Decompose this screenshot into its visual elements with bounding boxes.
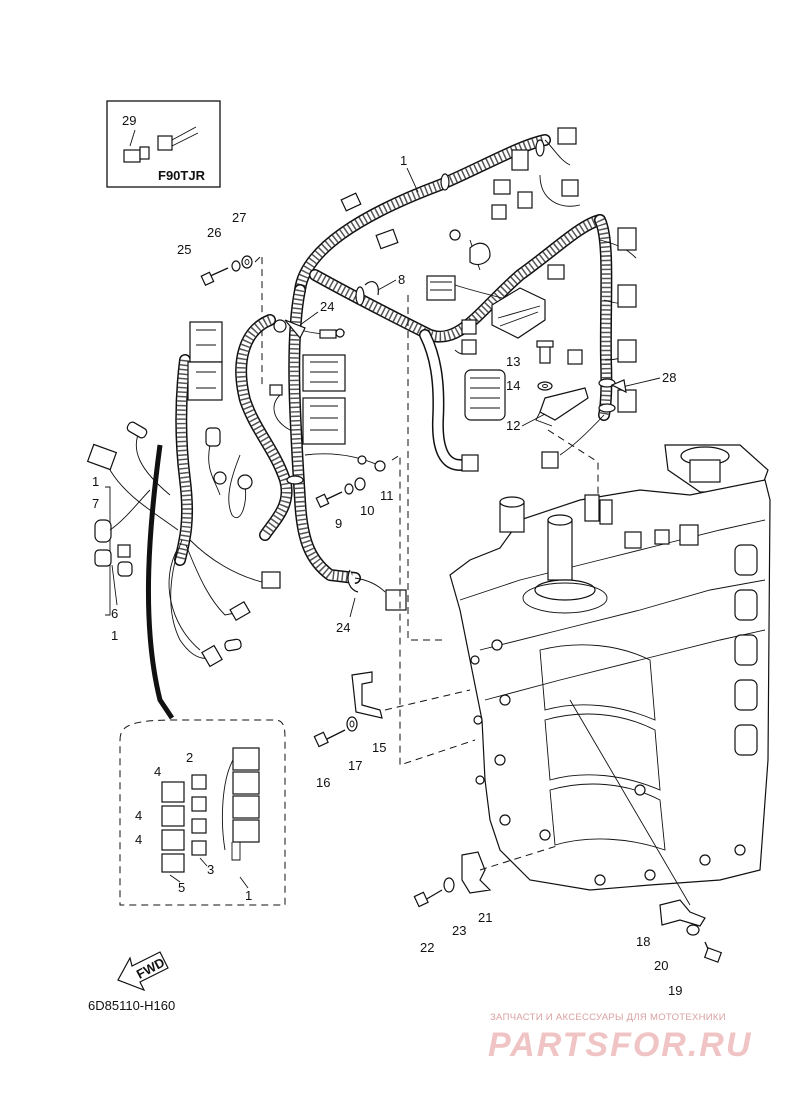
inset-box-29: 29 F90TJR	[106, 100, 221, 188]
callout-22: 22	[420, 940, 434, 955]
inset-model-label: F90TJR	[158, 168, 206, 183]
callout-20: 20	[654, 958, 668, 973]
callout-14: 14	[506, 378, 520, 393]
callout-12: 12	[506, 418, 520, 433]
fwd-label: FWD	[134, 955, 167, 982]
callout-10: 10	[360, 503, 374, 518]
callout-29: 29	[122, 113, 136, 128]
callout-9: 9	[335, 516, 342, 531]
callout-18: 18	[636, 934, 650, 949]
connector-29-drawing	[123, 126, 199, 163]
callout-19: 19	[668, 983, 682, 998]
callout-2: 2	[186, 750, 193, 765]
bolt-9-group	[315, 477, 366, 509]
bracket-21-group	[413, 851, 492, 908]
callout-23: 23	[452, 923, 466, 938]
callout-24-lower: 24	[336, 620, 350, 635]
callout-16: 16	[316, 775, 330, 790]
callout-4-b: 4	[135, 808, 142, 823]
callout-1-inset: 1	[245, 888, 252, 903]
watermark-brand: PARTSFOR.RU	[488, 1026, 752, 1064]
engine-block	[449, 444, 771, 891]
callout-24-upper: 24	[320, 299, 334, 314]
callout-11: 11	[380, 488, 394, 503]
diagram-code: 6D85110-H160	[88, 998, 175, 1013]
callout-8: 8	[398, 272, 405, 287]
relay-inset-box	[119, 719, 286, 906]
fwd-arrow-icon: FWD	[117, 951, 169, 992]
callout-6: 6	[111, 606, 118, 621]
callout-5: 5	[178, 880, 185, 895]
bracket-15-group	[313, 671, 383, 748]
callout-15: 15	[372, 740, 386, 755]
callout-13: 13	[506, 354, 520, 369]
callout-7: 7	[92, 496, 99, 511]
callout-1-harness: 1	[400, 153, 407, 168]
bolt-25-group	[200, 253, 263, 388]
callout-27: 27	[232, 210, 246, 225]
bracket-12-group	[535, 340, 589, 427]
callout-3: 3	[207, 862, 214, 877]
callout-21: 21	[478, 910, 492, 925]
callout-17: 17	[348, 758, 362, 773]
harness-connectors	[86, 127, 637, 668]
sensor-6-7-group	[94, 486, 151, 616]
wire-harness-1	[109, 134, 637, 659]
callout-25: 25	[177, 242, 191, 257]
callout-4-c: 4	[135, 832, 142, 847]
callout-26: 26	[207, 225, 221, 240]
callout-4-a: 4	[154, 764, 161, 779]
watermark-tagline: ЗАПЧАСТИ И АКСЕССУАРЫ ДЛЯ МОТОТЕХНИКИ	[490, 1012, 726, 1023]
callout-28: 28	[662, 370, 676, 385]
callout-1-left-top: 1	[92, 474, 99, 489]
bracket-18-group	[659, 899, 723, 963]
callout-1-left-bottom: 1	[111, 628, 118, 643]
